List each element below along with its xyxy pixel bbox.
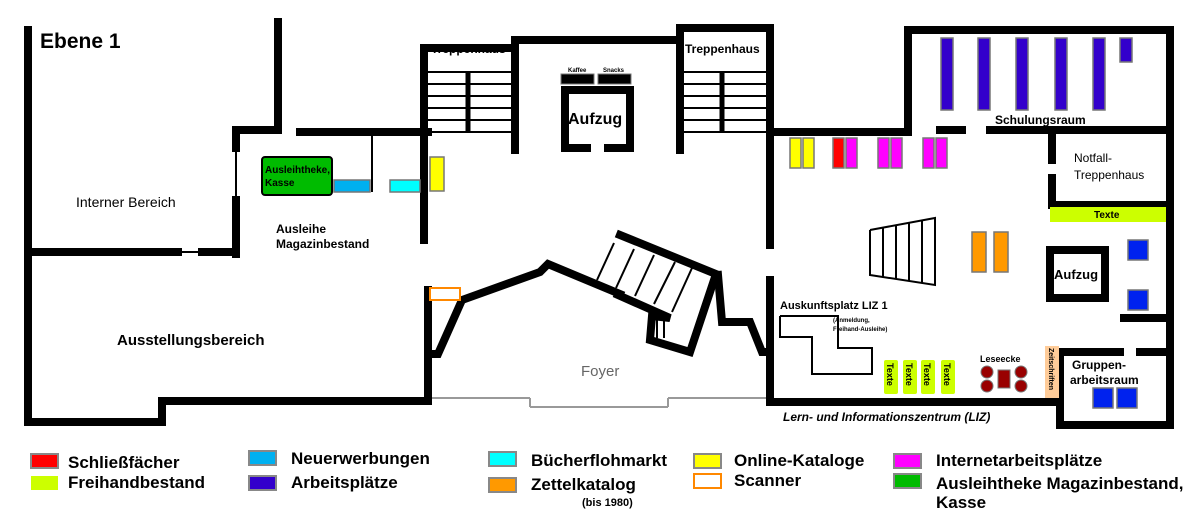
elevator-right: Aufzug	[1054, 267, 1098, 282]
legend-swatch	[893, 473, 922, 489]
room-lending-1: Ausleihe	[276, 222, 326, 236]
stairwell-left: Treppenhaus	[431, 42, 506, 56]
journals-label: Zeitschriften	[1047, 348, 1054, 390]
legend-swatch	[30, 453, 59, 469]
foyer-label: Foyer	[581, 363, 619, 380]
info-desk-label: Auskunftsplatz LIZ 1	[780, 300, 888, 312]
shelf-label: Texte	[904, 363, 914, 386]
legend-label: Ausleihtheke Magazinbestand,	[936, 474, 1184, 493]
group-room-1: Gruppen-	[1072, 358, 1126, 372]
legend-label: Online-Kataloge	[734, 451, 864, 470]
emergency-1: Notfall-	[1074, 151, 1112, 165]
legend-label: Scanner	[734, 471, 801, 490]
room-exhibition: Ausstellungsbereich	[117, 332, 265, 349]
info-desk-sub-2: Freihand-Ausleihe)	[833, 327, 887, 333]
legend-label: Freihandbestand	[68, 473, 205, 492]
legend-swatch	[248, 475, 277, 491]
floor-title: Ebene 1	[40, 30, 121, 53]
legend-swatch	[31, 476, 58, 490]
room-training: Schulungsraum	[995, 113, 1086, 127]
counter-label-2: Kasse	[265, 178, 295, 189]
legend-label: Schließfächer	[68, 453, 180, 472]
legend-label: Internetarbeitsplätze	[936, 451, 1102, 470]
emergency-2: Treppenhaus	[1074, 168, 1144, 182]
furniture	[261, 37, 1166, 409]
legend-label: Bücherflohmarkt	[531, 451, 667, 470]
shelf-label: Texte	[885, 363, 895, 386]
shelf-label: Texte	[922, 363, 932, 386]
room-lending-2: Magazinbestand	[276, 237, 369, 251]
snacks-label: Snacks	[603, 68, 625, 74]
legend-label: Kasse	[936, 493, 986, 512]
counter-label-1: Ausleihtheke,	[265, 165, 330, 176]
coffee-label: Kaffee	[568, 68, 587, 74]
legend-swatch	[693, 473, 722, 489]
walls	[24, 18, 1174, 429]
legend-label: Zettelkatalog	[531, 475, 636, 494]
shelf-label: Texte	[942, 363, 952, 386]
legend-swatch	[488, 451, 517, 467]
texts-bar-label: Texte	[1094, 210, 1120, 221]
legend-label: Neuerwerbungen	[291, 449, 430, 468]
legend-swatch	[693, 453, 722, 469]
legend-swatch	[893, 453, 922, 469]
elevator-center: Aufzug	[568, 111, 622, 128]
reading-corner: Leseecke	[980, 354, 1021, 364]
info-desk-sub-1: (Anmeldung,	[833, 318, 870, 324]
legend-label: Arbeitsplätze	[291, 473, 398, 492]
liz-label: Lern- und Informationszentrum (LIZ)	[783, 410, 990, 424]
stairwell-right: Treppenhaus	[685, 42, 760, 56]
group-room-2: arbeitsraum	[1070, 373, 1139, 387]
legend-swatch	[248, 450, 277, 466]
legend-swatch	[488, 477, 517, 493]
room-internal: Interner Bereich	[76, 194, 176, 210]
lending-counter	[261, 156, 333, 196]
legend: Schließfächer Freihandbestand Neuerwerbu…	[30, 449, 1184, 512]
legend-sublabel: (bis 1980)	[582, 497, 633, 509]
